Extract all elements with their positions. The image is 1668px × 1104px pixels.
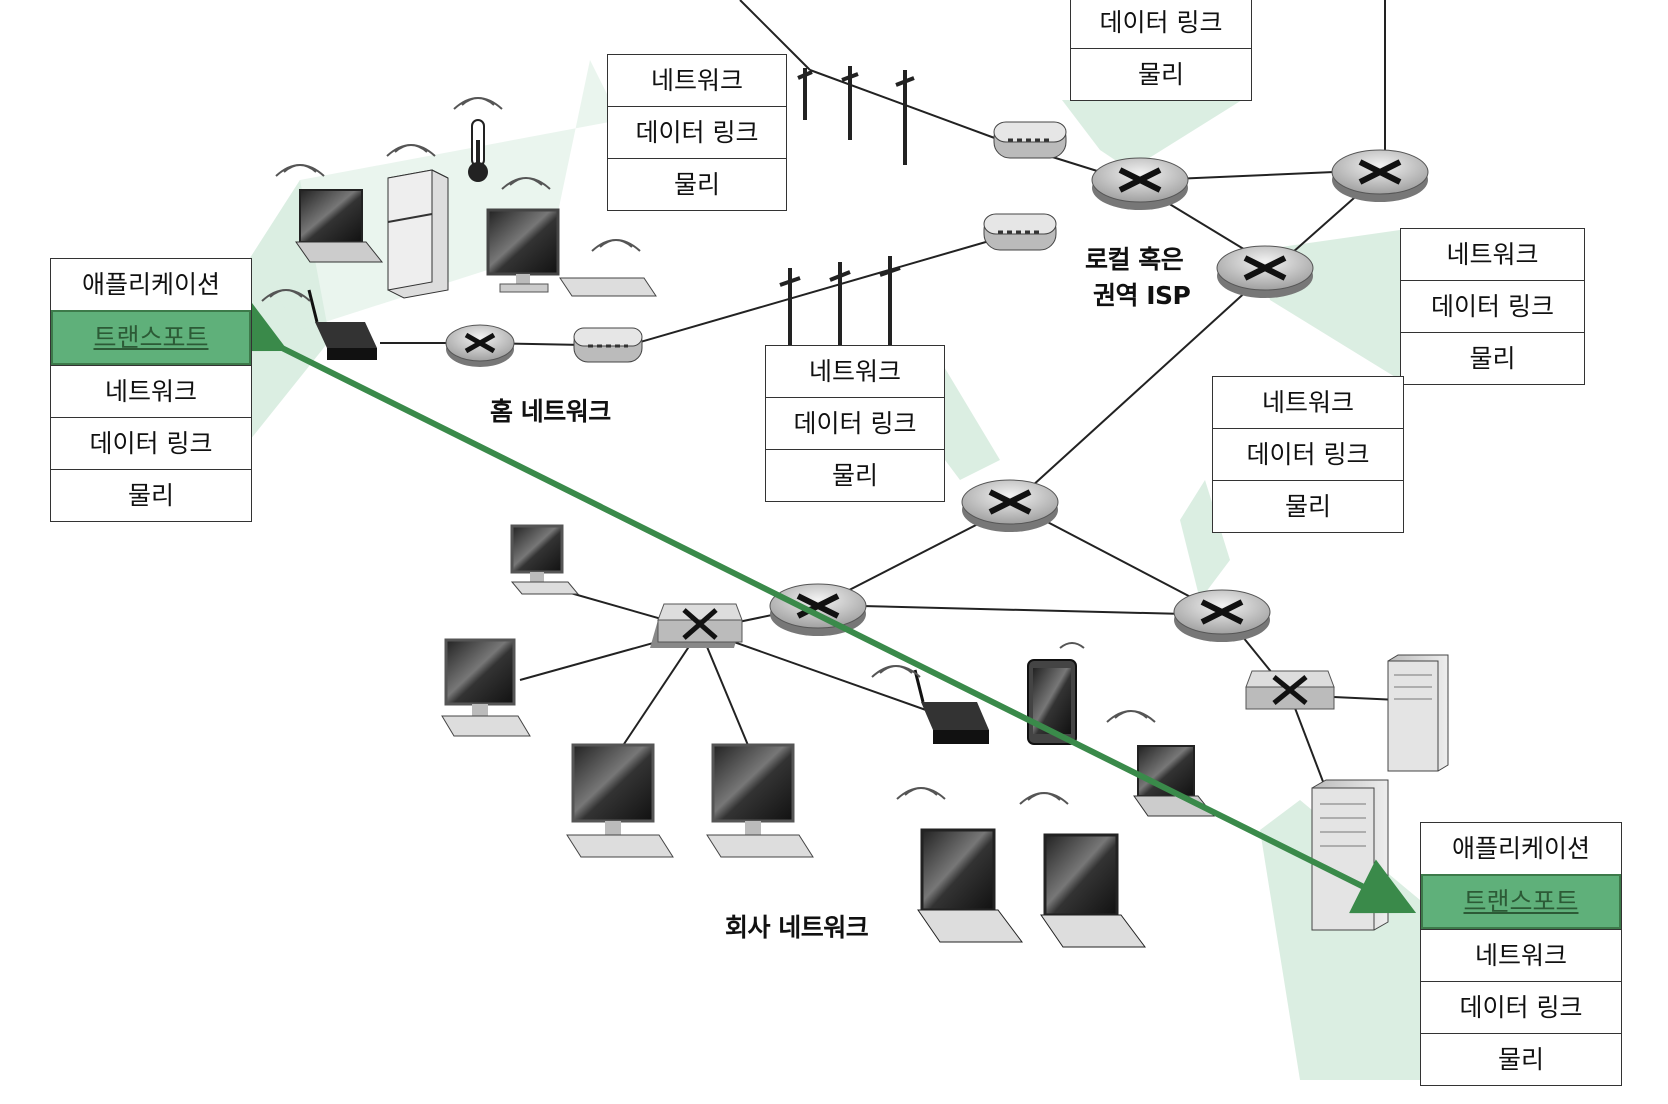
laptop-icon — [917, 828, 1023, 943]
refrigerator-icon — [387, 169, 449, 299]
protocol-layer: 네트워크 — [766, 346, 944, 397]
enterprise-network-label: 회사 네트워크 — [725, 913, 869, 942]
home-devices — [295, 119, 657, 299]
isp-label-line2: 권역 ISP — [1093, 281, 1191, 310]
laptop-icon — [1040, 833, 1146, 948]
router-icon — [1216, 245, 1314, 298]
modem-icon — [573, 327, 643, 363]
laptop-icon — [295, 189, 384, 263]
protocol-layer: 데이터 링크 — [1071, 0, 1251, 48]
router-icon — [445, 324, 515, 367]
protocol-layer: 네트워크 — [1213, 377, 1403, 428]
router-icon — [961, 479, 1059, 532]
modem-icon — [983, 213, 1057, 251]
protocol-layer: 물리 — [1213, 480, 1403, 532]
protocol-layer: 데이터 링크 — [1213, 428, 1403, 480]
protocol-layer: 데이터 링크 — [1421, 981, 1621, 1033]
server-icon — [1311, 779, 1389, 931]
switch-icon — [650, 603, 743, 648]
protocol-layer: 물리 — [608, 158, 786, 210]
protocol-layer: 물리 — [1421, 1033, 1621, 1085]
router-icon — [1331, 149, 1429, 202]
switch-icon — [1245, 670, 1335, 710]
thermometer-icon — [468, 119, 488, 182]
desktop-icon — [441, 638, 531, 737]
protocol-layer: 트랜스포트 — [51, 310, 251, 365]
protocol-layer: 네트워크 — [1401, 229, 1584, 280]
router-icon — [1091, 157, 1189, 210]
desktop-icon — [566, 743, 674, 858]
monitor-icon — [486, 208, 560, 293]
protocol-layer: 네트워크 — [1421, 929, 1621, 981]
protocol-layer: 데이터 링크 — [1401, 280, 1584, 332]
protocol-layer: 네트워크 — [608, 55, 786, 106]
desktop-icon — [510, 524, 580, 595]
protocol-layer: 데이터 링크 — [608, 106, 786, 158]
home-network-label: 홈 네트워크 — [490, 397, 611, 426]
utility-poles — [779, 66, 915, 345]
protocol-layer: 애플리케이션 — [51, 259, 251, 310]
router-icon — [1173, 589, 1271, 642]
protocol-layer: 물리 — [1071, 48, 1251, 100]
router-icon — [769, 583, 867, 636]
transport-connection-arrow — [221, 297, 1417, 914]
protocol-layer: 트랜스포트 — [1421, 874, 1621, 929]
protocol-layer: 데이터 링크 — [51, 417, 251, 469]
protocol-layer: 애플리케이션 — [1421, 823, 1621, 874]
protocol-layer: 물리 — [766, 449, 944, 501]
protocol-layer: 네트워크 — [51, 365, 251, 417]
keyboard-icon — [559, 277, 657, 297]
server-icon — [1387, 654, 1449, 772]
protocol-layer: 물리 — [1401, 332, 1584, 384]
protocol-layer: 데이터 링크 — [766, 397, 944, 449]
modem-icon — [993, 121, 1067, 159]
desktop-icon — [706, 743, 814, 858]
isp-label-line1: 로컬 혹은 — [1085, 245, 1184, 274]
protocol-layer: 물리 — [51, 469, 251, 521]
